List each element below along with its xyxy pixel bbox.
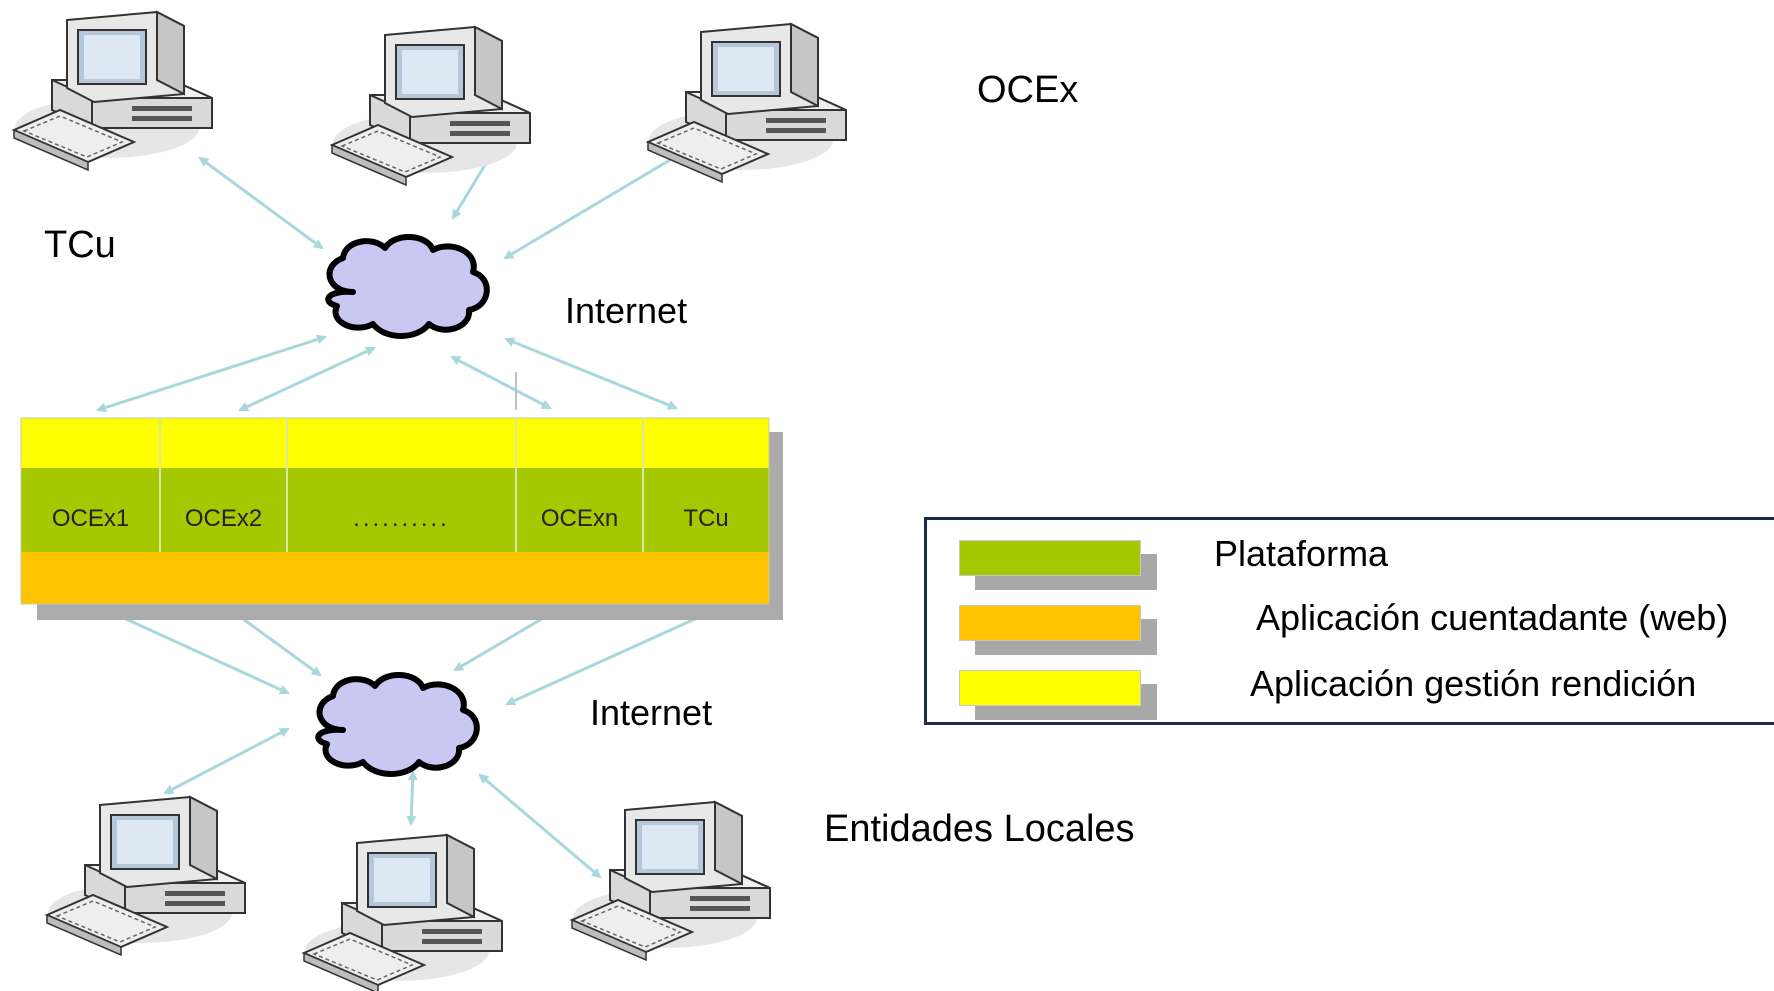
connection-arrows <box>96 118 730 879</box>
arrow <box>163 727 290 795</box>
entidades-locales-label: Entidades Locales <box>824 808 1135 850</box>
legend-label-gestion: Aplicación gestión rendición <box>1250 663 1697 704</box>
arrow <box>503 146 692 260</box>
computer-icon <box>46 796 246 956</box>
ocex-label: OCEx <box>977 69 1079 111</box>
computer-icon <box>647 23 847 183</box>
arrow <box>450 355 552 410</box>
arrow <box>96 334 327 413</box>
arrow <box>100 606 290 695</box>
internet-top-label: Internet <box>565 290 688 331</box>
platform-cell-ocex2: OCEx2 <box>184 505 263 532</box>
computer-icon <box>13 11 213 171</box>
platform-cell-ellipsis: .......... <box>353 505 450 532</box>
legend-swatch-gestion <box>959 670 1159 720</box>
platform-cell-tcu: TCu <box>683 505 729 532</box>
platform-cell-ocex1: OCEx1 <box>51 505 130 532</box>
cloud-icon <box>318 675 477 774</box>
platform-block <box>20 417 783 620</box>
computer-icon <box>303 834 503 991</box>
computer-icon <box>571 801 771 961</box>
cloud-icon <box>328 237 487 336</box>
legend-label-cuentadante: Aplicación cuentadante (web) <box>1256 597 1729 638</box>
legend: Plataforma Aplicación cuentadante (web) … <box>924 517 1774 725</box>
computer-icon <box>331 26 531 186</box>
platform-cell-ocexn: OCExn <box>540 505 619 532</box>
arrow <box>238 346 376 412</box>
legend-swatch-cuentadante <box>959 605 1159 655</box>
tcu-label: TCu <box>44 224 116 266</box>
arrow <box>198 156 324 250</box>
legend-label-plataforma: Plataforma <box>1214 533 1389 574</box>
arrow <box>505 602 730 706</box>
internet-bottom-label: Internet <box>590 692 713 733</box>
legend-swatch-plataforma <box>959 540 1159 590</box>
arrow <box>504 337 678 410</box>
arrow <box>406 770 418 826</box>
arrow <box>478 773 602 879</box>
